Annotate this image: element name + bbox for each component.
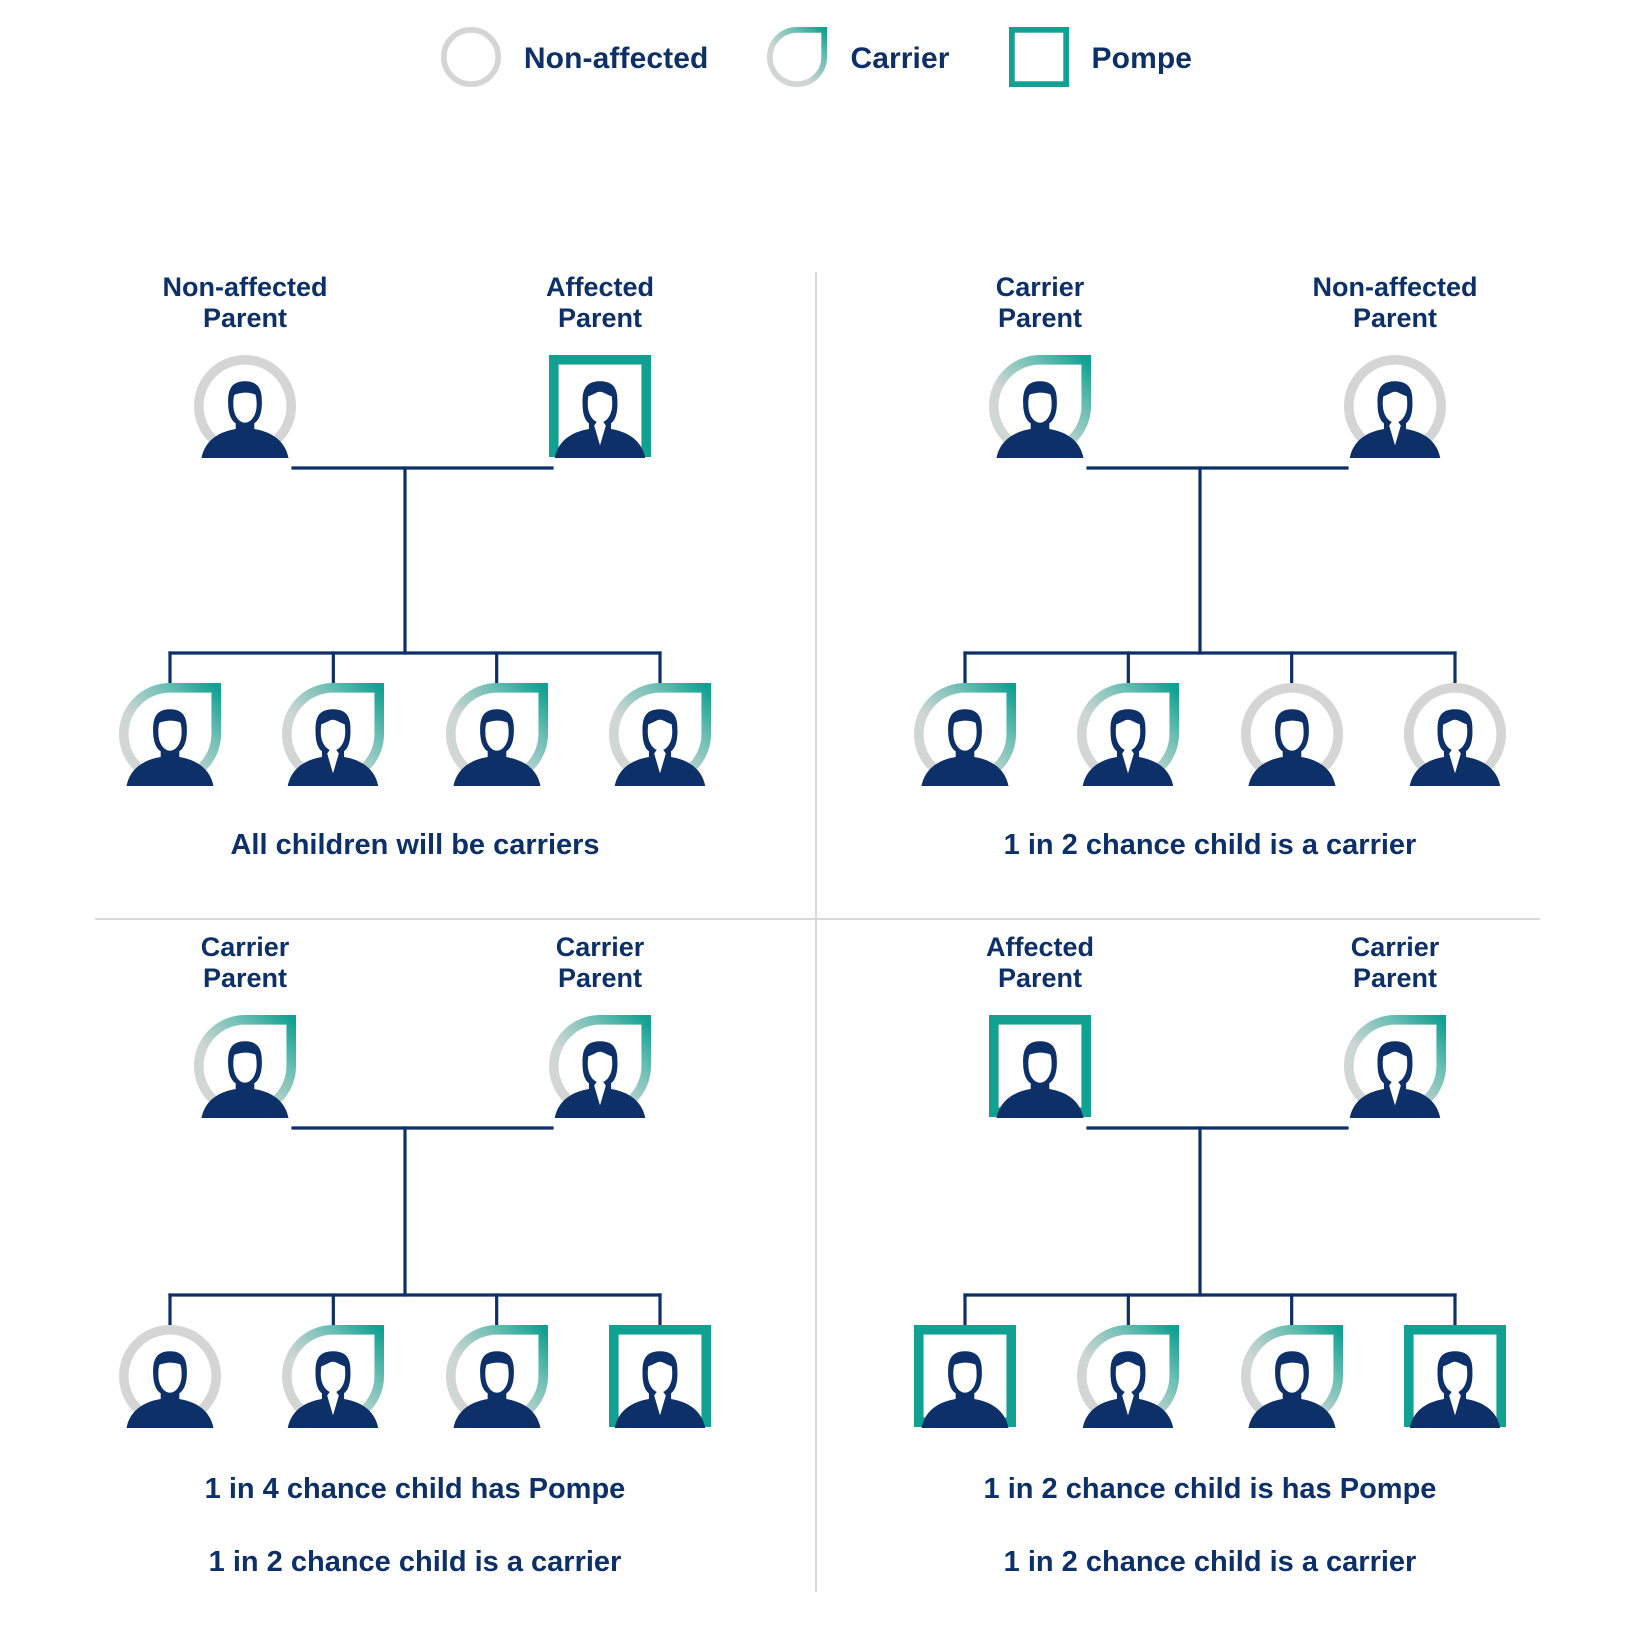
quadrant-4: Affected Parent Carrier Parent: [825, 932, 1595, 1632]
caption-text: 1 in 2 chance child is has Pompe: [983, 1473, 1437, 1505]
pompe-square-icon: [1008, 26, 1070, 93]
child-1-affected[interactable]: [913, 1324, 1017, 1428]
parent-label: Carrier Parent: [995, 272, 1085, 334]
child-1-non-affected[interactable]: [118, 1324, 222, 1428]
parent-row: Non-affected Parent Affected Parent: [30, 272, 800, 522]
children-row: [30, 1324, 800, 1428]
child-2-carrier[interactable]: [281, 1324, 385, 1428]
parent-2-affected[interactable]: Affected Parent: [470, 272, 730, 458]
female-non-affected-symbol-icon: [1265, 354, 1525, 458]
child-3-non-affected[interactable]: [1240, 682, 1344, 786]
parent-label: Non-affected Parent: [1312, 272, 1478, 334]
child-4-affected[interactable]: [608, 1324, 712, 1428]
horizontal-divider: [95, 918, 1540, 920]
female-carrier-symbol-icon: [1265, 1014, 1525, 1118]
parent-1-non-affected[interactable]: Non-affected Parent: [115, 272, 375, 458]
caption-text: 1 in 4 chance child has Pompe: [204, 1473, 626, 1505]
child-4-affected[interactable]: [1403, 1324, 1507, 1428]
caption-text: All children will be carriers: [230, 829, 600, 861]
male-affected-symbol-icon: [910, 1014, 1170, 1118]
parent-row: Carrier Parent Non-affected Parent: [825, 272, 1595, 522]
child-2-carrier[interactable]: [1076, 1324, 1180, 1428]
caption-block: 1 in 4 chance child has Pompe 1 in 2 chan…: [30, 1472, 800, 1618]
children-row: [825, 682, 1595, 786]
male-carrier-symbol-icon: [910, 354, 1170, 458]
female-affected-symbol-icon: [470, 354, 730, 458]
legend-item-non-affected: Non-affected: [440, 26, 709, 93]
children-row: [825, 1324, 1595, 1428]
parent-row: Carrier Parent Carrier Parent: [30, 932, 800, 1182]
parent-label: Non-affected Parent: [162, 272, 328, 334]
caption-text: 1 in 2 chance child is a carrier: [208, 1545, 622, 1578]
parent-label: Carrier Parent: [555, 932, 645, 994]
quadrant-2: Carrier Parent Non-affected Parent: [825, 272, 1595, 972]
legend: Non-affected Carrier Pompe: [0, 0, 1632, 112]
parent-row: Affected Parent Carrier Parent: [825, 932, 1595, 1182]
child-4-carrier[interactable]: [608, 682, 712, 786]
parent-label: Affected Parent: [985, 932, 1094, 994]
legend-item-carrier: Carrier: [766, 26, 949, 93]
parent-2-non-affected[interactable]: Non-affected Parent: [1265, 272, 1525, 458]
child-1-carrier[interactable]: [118, 682, 222, 786]
child-2-carrier[interactable]: [281, 682, 385, 786]
parent-1-affected[interactable]: Affected Parent: [910, 932, 1170, 1118]
caption-text: 1 in 2 chance child is a carrier: [1003, 1545, 1417, 1578]
caption-block: 1 in 2 chance child is a carrier: [825, 828, 1595, 901]
parent-label: Affected Parent: [545, 272, 654, 334]
male-carrier-symbol-icon: [115, 1014, 375, 1118]
child-4-non-affected[interactable]: [1403, 682, 1507, 786]
child-3-carrier[interactable]: [445, 682, 549, 786]
parent-2-carrier[interactable]: Carrier Parent: [470, 932, 730, 1118]
quadrant-1: Non-affected Parent Affected Parent: [30, 272, 800, 972]
parent-label: Carrier Parent: [200, 932, 290, 994]
parent-2-carrier[interactable]: Carrier Parent: [1265, 932, 1525, 1118]
non-affected-circle-icon: [440, 26, 502, 93]
child-2-carrier[interactable]: [1076, 682, 1180, 786]
child-3-carrier[interactable]: [1240, 1324, 1344, 1428]
caption-text: 1 in 2 chance child is a carrier: [1003, 829, 1417, 861]
children-row: [30, 682, 800, 786]
parent-1-carrier[interactable]: Carrier Parent: [910, 272, 1170, 458]
vertical-divider: [815, 272, 817, 1592]
child-3-carrier[interactable]: [445, 1324, 549, 1428]
parent-1-carrier[interactable]: Carrier Parent: [115, 932, 375, 1118]
legend-label: Pompe: [1091, 42, 1193, 75]
legend-label: Non-affected: [523, 42, 709, 75]
legend-label: Carrier: [850, 42, 950, 75]
carrier-teardrop-icon: [766, 26, 828, 93]
legend-item-pompe: Pompe: [1008, 26, 1193, 93]
child-1-carrier[interactable]: [913, 682, 1017, 786]
caption-block: 1 in 2 chance child is has Pompe 1 in 2 c…: [825, 1472, 1595, 1618]
parent-label: Carrier Parent: [1350, 932, 1440, 994]
male-non-affected-symbol-icon: [115, 354, 375, 458]
female-carrier-symbol-icon: [470, 1014, 730, 1118]
quadrant-3: Carrier Parent Carrier Parent: [30, 932, 800, 1632]
pedigree-grid: Non-affected Parent Affected Parent: [0, 112, 1632, 1652]
caption-block: All children will be carriers: [30, 828, 800, 901]
